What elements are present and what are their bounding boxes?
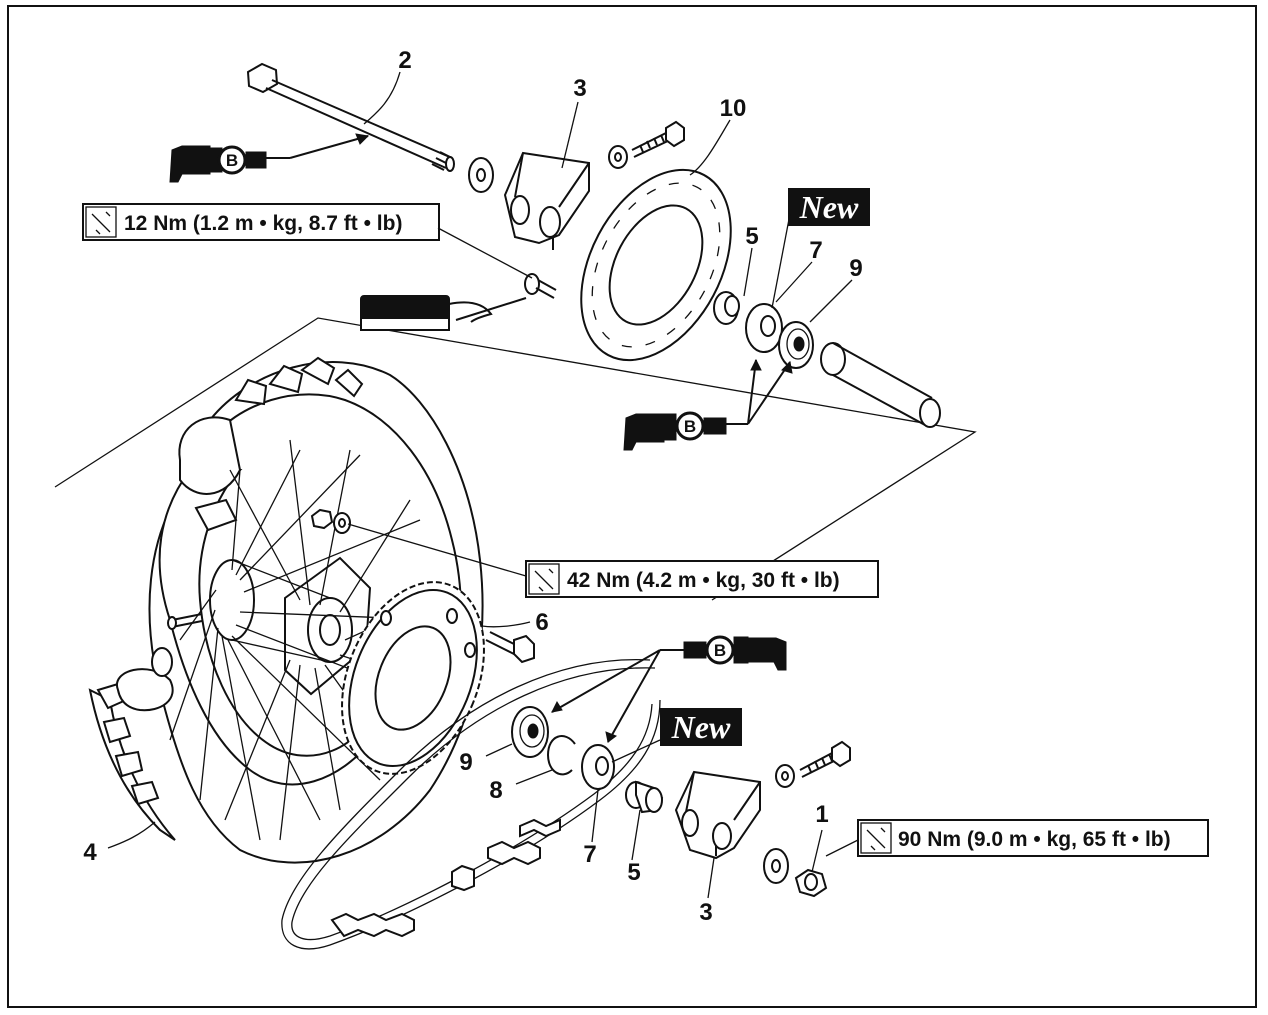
hub-bolt <box>167 613 203 630</box>
torque-box-disc-bolt: 12 Nm (1.2 m • kg, 8.7 ft • lb) <box>82 203 440 241</box>
axle-nut <box>794 868 828 898</box>
sprocket <box>341 581 485 775</box>
svg-text:New: New <box>671 709 731 745</box>
label-7-top: 7 <box>809 237 822 264</box>
svg-text:New: New <box>799 189 859 225</box>
drive-chain <box>281 658 661 950</box>
part-number-labels: 2 3 10 5 7 9 6 9 8 7 5 3 1 4 <box>83 47 862 926</box>
grease-symbol-top: B <box>169 145 290 183</box>
label-5-bottom: 5 <box>627 859 640 886</box>
svg-text:B: B <box>714 641 726 660</box>
disc-bolt <box>524 273 557 299</box>
label-10: 10 <box>720 95 747 122</box>
label-7-bottom: 7 <box>583 841 596 868</box>
locking-agent-icon <box>360 295 527 331</box>
adjuster-upper <box>468 120 685 250</box>
svg-text:12 Nm (1.2 m • kg, 8.7 ft • lb: 12 Nm (1.2 m • kg, 8.7 ft • lb) <box>124 212 402 235</box>
label-6: 6 <box>535 609 548 636</box>
wheel-spacer <box>820 342 941 428</box>
wheel-hub <box>209 556 372 696</box>
leader-lines <box>107 71 859 899</box>
adjuster-lower <box>674 740 851 884</box>
collar-upper <box>713 291 740 325</box>
label-8: 8 <box>489 777 502 804</box>
oil-seal-upper <box>745 303 783 353</box>
label-3-top: 3 <box>573 75 586 102</box>
svg-text:B: B <box>684 417 696 436</box>
torque-box-axle-nut: 90 Nm (9.0 m • kg, 65 ft • lb) <box>857 819 1209 857</box>
oil-seal-lower <box>581 744 615 790</box>
label-9-bottom: 9 <box>459 749 472 776</box>
label-9-top: 9 <box>849 255 862 282</box>
svg-text:B: B <box>226 151 238 170</box>
torque-box-sprocket: 42 Nm (4.2 m • kg, 30 ft • lb) <box>525 560 879 598</box>
collar-lower <box>625 780 664 814</box>
grease-symbol-mid: B <box>623 411 748 451</box>
new-label-bottom: New <box>660 708 742 746</box>
brake-disc <box>580 168 732 362</box>
circlip <box>546 735 576 776</box>
assembly-plane <box>54 317 977 601</box>
label-1: 1 <box>815 801 828 828</box>
label-5-top: 5 <box>745 223 758 250</box>
bearing-upper <box>778 321 814 369</box>
grease-symbol-bottom: B <box>660 635 787 671</box>
new-label-top: New <box>788 188 870 226</box>
label-4: 4 <box>83 839 97 866</box>
label-2: 2 <box>398 47 411 74</box>
svg-text:90 Nm (9.0 m • kg, 65 ft • lb): 90 Nm (9.0 m • kg, 65 ft • lb) <box>898 828 1171 851</box>
svg-text:42 Nm (4.2 m • kg, 30 ft • lb): 42 Nm (4.2 m • kg, 30 ft • lb) <box>567 569 840 592</box>
label-3-bottom: 3 <box>699 899 712 926</box>
sprocket-bolt <box>485 631 535 664</box>
sprocket-nut <box>310 508 351 534</box>
bearing-lower <box>511 706 549 758</box>
axle <box>246 62 455 172</box>
